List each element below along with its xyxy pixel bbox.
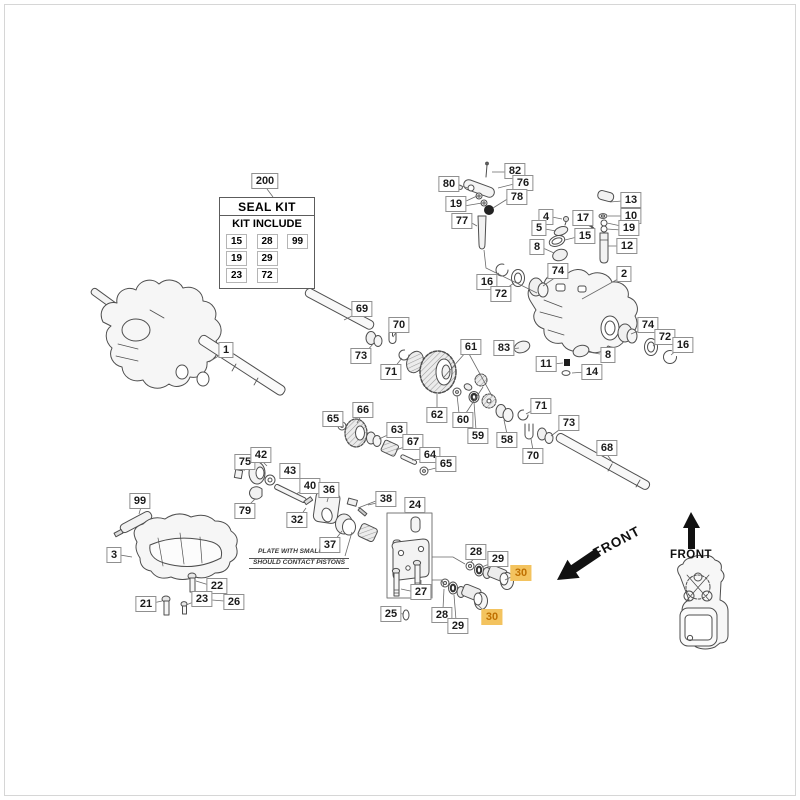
part-label-13[interactable]: 13 <box>620 192 642 208</box>
part-label-19[interactable]: 19 <box>445 196 467 212</box>
part-label-63[interactable]: 63 <box>386 422 408 438</box>
part-label-21[interactable]: 21 <box>135 596 157 612</box>
part-label-74[interactable]: 74 <box>547 263 569 279</box>
part-label-58[interactable]: 58 <box>496 432 518 448</box>
part-label-28[interactable]: 28 <box>465 544 487 560</box>
part-label-80[interactable]: 80 <box>438 176 460 192</box>
part-label-22[interactable]: 22 <box>206 578 228 594</box>
part-label-43[interactable]: 43 <box>279 463 301 479</box>
part-label-26[interactable]: 26 <box>223 594 245 610</box>
part-label-66[interactable]: 66 <box>352 402 374 418</box>
part-label-36[interactable]: 36 <box>318 482 340 498</box>
part-label-29[interactable]: 29 <box>447 618 469 634</box>
rear-view-drawing <box>677 554 729 650</box>
pump-box-drawing <box>386 512 514 621</box>
part-label-67[interactable]: 67 <box>402 434 424 450</box>
part-label-74[interactable]: 74 <box>637 317 659 333</box>
brake-pump-cluster-drawing <box>233 461 378 543</box>
part-label-99[interactable]: 99 <box>129 493 151 509</box>
kit-part-15[interactable]: 15 <box>226 234 247 249</box>
front-arrow-left-icon <box>557 548 601 580</box>
part-label-78[interactable]: 78 <box>506 189 528 205</box>
part-label-8[interactable]: 8 <box>529 239 545 255</box>
seal-kit-table: SEAL KIT KIT INCLUDE 152899192900237200 <box>219 197 315 289</box>
center-gear-train-drawing <box>304 287 651 490</box>
part-label-12[interactable]: 12 <box>616 238 638 254</box>
part-label-59[interactable]: 59 <box>467 428 489 444</box>
part-label-69[interactable]: 69 <box>351 301 373 317</box>
front-indicator-left: FRONT <box>557 523 643 580</box>
part-label-71[interactable]: 71 <box>380 364 402 380</box>
part-label-68[interactable]: 68 <box>596 440 618 456</box>
front-indicator-right: FRONT <box>670 512 712 561</box>
part-label-23[interactable]: 23 <box>191 591 213 607</box>
part-label-11[interactable]: 11 <box>535 356 557 372</box>
kit-part-23[interactable]: 23 <box>226 268 247 283</box>
kit-part-29[interactable]: 29 <box>256 251 278 266</box>
part-label-73[interactable]: 73 <box>558 415 580 431</box>
assembly-note-line2: SHOULD CONTACT PISTONS <box>249 559 349 570</box>
part-label-17[interactable]: 17 <box>572 210 594 226</box>
oil-pan-drawing <box>113 510 238 616</box>
part-label-62[interactable]: 62 <box>426 407 448 423</box>
part-label-30-highlighted[interactable]: 30 <box>481 609 503 625</box>
part-label-77[interactable]: 77 <box>451 213 473 229</box>
part-label-1[interactable]: 1 <box>218 342 234 358</box>
part-label-29[interactable]: 29 <box>487 551 509 567</box>
front-label-right: FRONT <box>670 549 712 561</box>
part-label-79[interactable]: 79 <box>234 503 256 519</box>
part-label-71[interactable]: 71 <box>530 398 552 414</box>
part-label-42[interactable]: 42 <box>250 447 272 463</box>
part-label-19[interactable]: 19 <box>618 220 640 236</box>
part-label-83[interactable]: 83 <box>493 340 515 356</box>
part-label-72[interactable]: 72 <box>490 286 512 302</box>
part-label-15[interactable]: 15 <box>574 228 596 244</box>
part-label-65[interactable]: 65 <box>322 411 344 427</box>
seal-kit-title: SEAL KIT <box>220 198 314 216</box>
part-label-70[interactable]: 70 <box>522 448 544 464</box>
part-label-16[interactable]: 16 <box>672 337 694 353</box>
kit-part-99[interactable]: 99 <box>287 234 308 249</box>
assembly-note-line1: PLATE WITH SMALLER ID <box>249 548 349 559</box>
part-label-8[interactable]: 8 <box>600 347 616 363</box>
part-label-5[interactable]: 5 <box>531 220 547 236</box>
seal-kit-rows: 152899192900237200 <box>220 230 314 288</box>
part-label-65[interactable]: 65 <box>435 456 457 472</box>
kit-part-19[interactable]: 19 <box>226 251 247 266</box>
part-label-61[interactable]: 61 <box>460 339 482 355</box>
part-label-3[interactable]: 3 <box>106 547 122 563</box>
part-label-37[interactable]: 37 <box>319 537 341 553</box>
part-label-60[interactable]: 60 <box>452 412 474 428</box>
part-label-64[interactable]: 64 <box>419 447 441 463</box>
part-label-24[interactable]: 24 <box>404 497 426 513</box>
left-transaxle-drawing <box>90 279 286 396</box>
front-arrow-up-icon <box>683 512 700 549</box>
part-label-38[interactable]: 38 <box>375 491 397 507</box>
right-housing-drawing <box>495 263 677 376</box>
part-label-30-highlighted[interactable]: 30 <box>510 565 532 581</box>
part-label-27[interactable]: 27 <box>410 584 432 600</box>
part-label-73[interactable]: 73 <box>350 348 372 364</box>
front-label-left: FRONT <box>590 523 643 560</box>
part-label-32[interactable]: 32 <box>286 512 308 528</box>
part-label-200[interactable]: 200 <box>251 173 279 189</box>
part-label-14[interactable]: 14 <box>581 364 603 380</box>
part-label-25[interactable]: 25 <box>380 606 402 622</box>
part-label-28[interactable]: 28 <box>431 607 453 623</box>
assembly-note: PLATE WITH SMALLER ID SHOULD CONTACT PIS… <box>249 548 349 570</box>
kit-part-28[interactable]: 28 <box>256 234 278 249</box>
part-label-2[interactable]: 2 <box>616 266 632 282</box>
kit-part-72[interactable]: 72 <box>256 268 278 283</box>
seal-kit-subtitle: KIT INCLUDE <box>232 218 302 230</box>
part-label-70[interactable]: 70 <box>388 317 410 333</box>
